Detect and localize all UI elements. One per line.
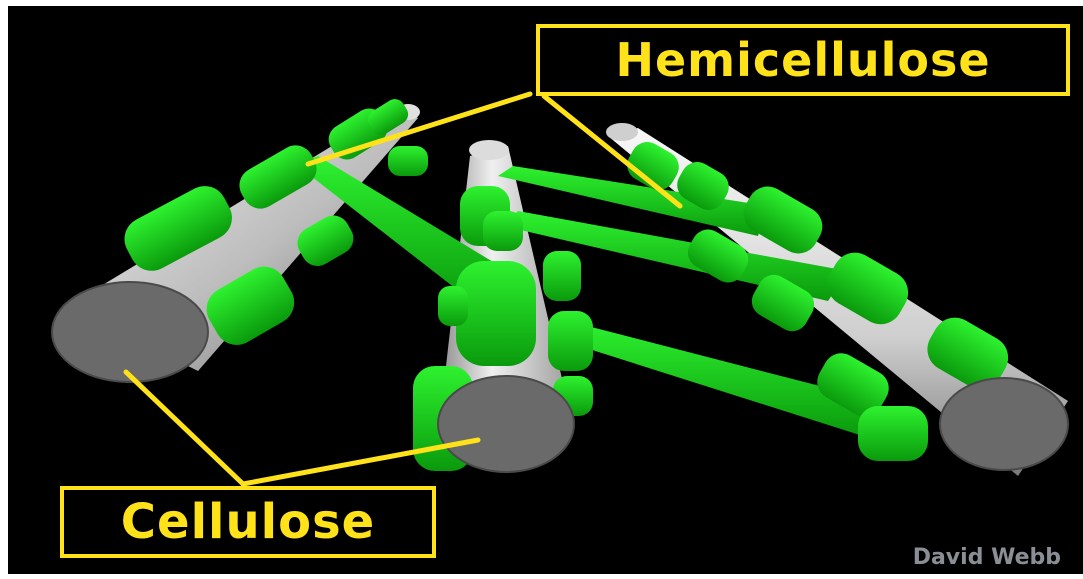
diagram-stage: Hemicellulose Cellulose David Webb [8, 6, 1083, 574]
hemicellulose-label: Hemicellulose [536, 24, 1070, 96]
author-credit: David Webb [913, 545, 1061, 570]
hemicellulose-label-text: Hemicellulose [615, 33, 990, 87]
cellulose-label-text: Cellulose [121, 494, 375, 550]
cellulose-label: Cellulose [60, 486, 436, 558]
